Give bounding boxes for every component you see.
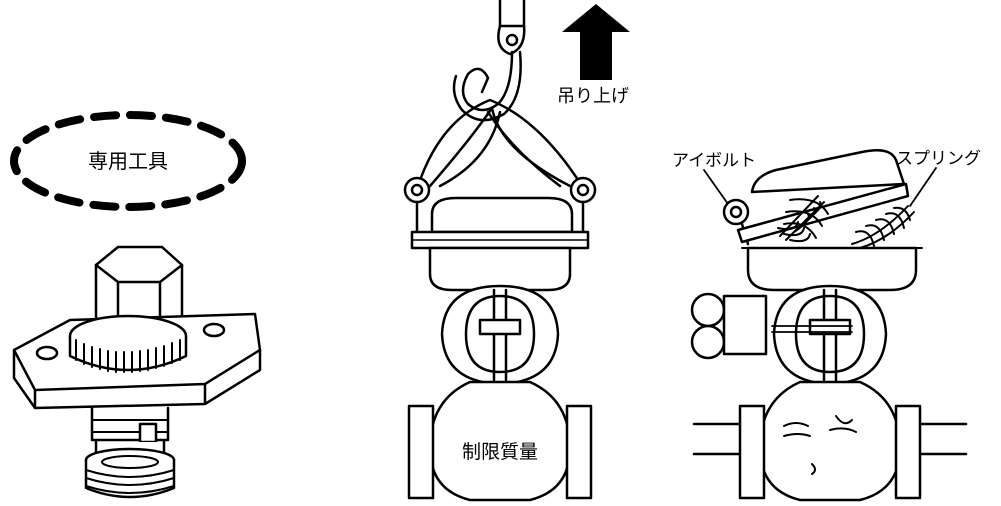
lifting-eye-right	[569, 176, 597, 237]
weight-limit-label: 制限質量	[462, 441, 538, 463]
body-end-flange-right	[894, 404, 922, 500]
actuator-diaphragm-case	[428, 246, 572, 292]
actuator-lower-case	[746, 246, 918, 292]
lifting-eye-left	[403, 176, 431, 237]
special-tool-dashed-ellipse	[10, 111, 246, 211]
yoke-right	[771, 284, 888, 386]
body-end-flange-left	[738, 404, 766, 500]
spring-leader-line	[909, 167, 937, 207]
lift-up-label: 吊り上げ	[557, 86, 629, 107]
eyebolt-spring-group: アイボルト スプリング	[672, 149, 981, 502]
special-tool-group: 専用工具	[10, 111, 262, 499]
lift-up-arrow-icon	[562, 4, 630, 80]
actuator-cover	[430, 196, 574, 234]
flange-hole-right	[202, 322, 226, 338]
positioner-icon	[690, 292, 768, 360]
special-tool-label: 専用工具	[88, 149, 168, 173]
eyebolt-label: アイボルト	[672, 151, 756, 171]
lifting-group: 吊り上げ	[403, 0, 630, 502]
spring-coil-right	[851, 205, 915, 249]
eyebolt-leader-line	[703, 169, 729, 205]
lifting-slings	[416, 98, 584, 188]
valve-body	[407, 380, 593, 502]
crane-hook-icon	[452, 0, 526, 122]
flange-hole-left	[35, 345, 59, 361]
spring-coil-left	[777, 195, 829, 243]
tilted-actuator-cover	[750, 149, 906, 194]
valve-end-flange-left	[407, 404, 435, 500]
knurled-ring	[68, 314, 188, 373]
yoke	[440, 284, 560, 386]
coupling-body	[84, 406, 176, 499]
spring-label: スプリング	[896, 149, 981, 169]
valve-end-flange-right	[565, 404, 593, 500]
worried-face-icon	[783, 415, 857, 475]
valve-body-face	[692, 380, 968, 502]
